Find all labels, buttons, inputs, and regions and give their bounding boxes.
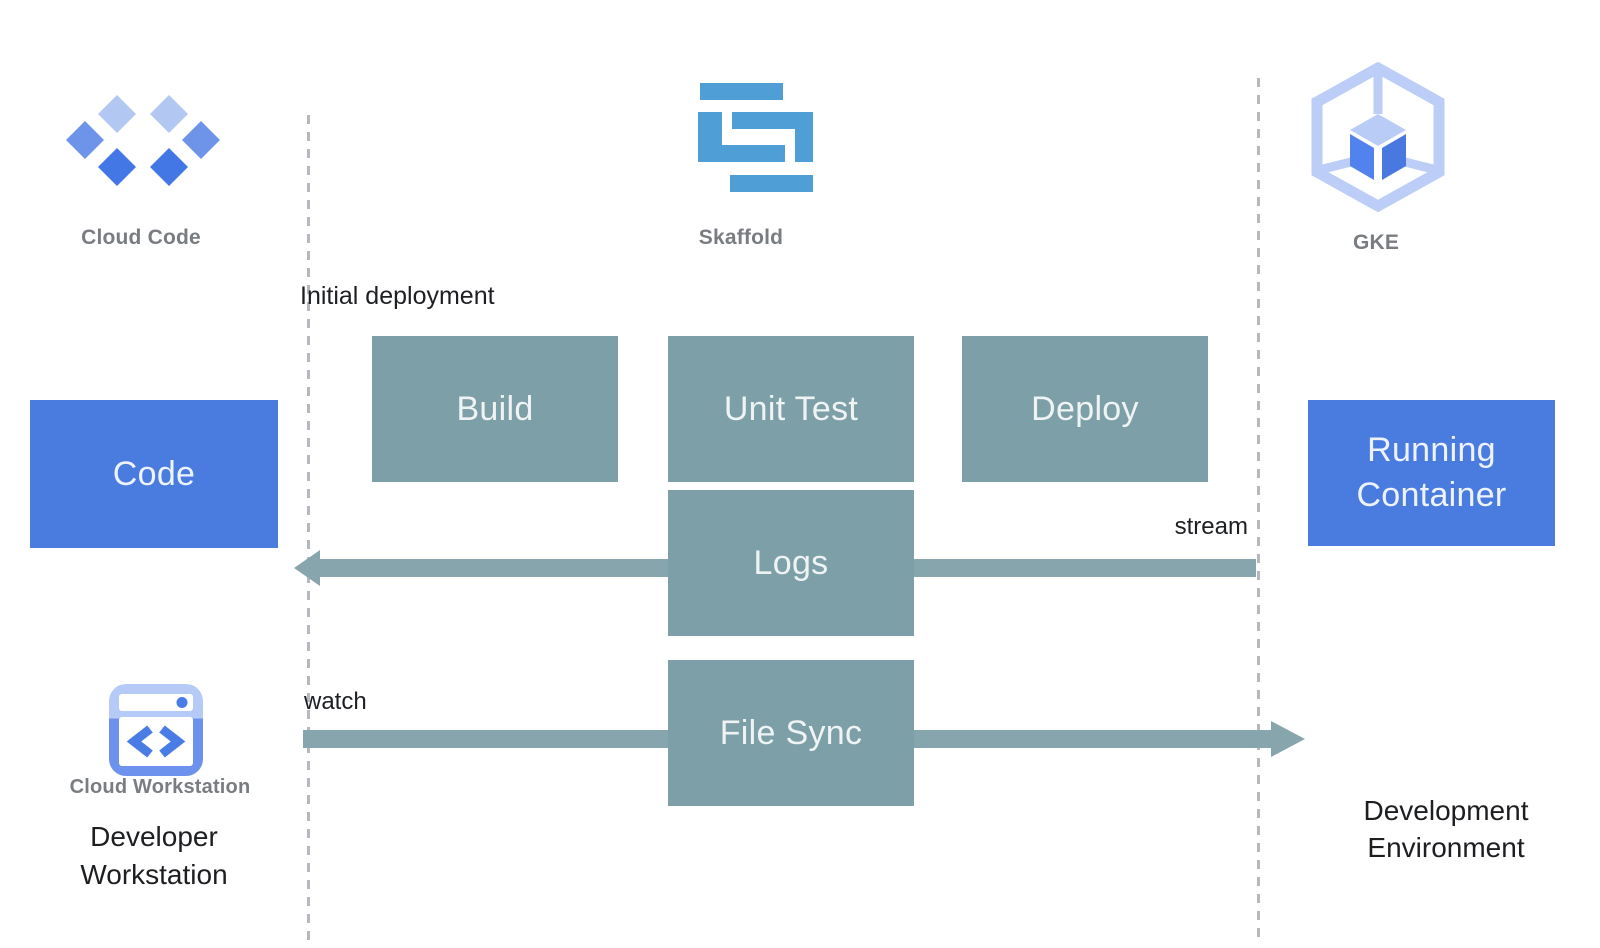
skaffold-icon — [698, 83, 813, 192]
development-environment-label: Development Environment — [1363, 795, 1529, 863]
code-box: Code — [30, 400, 278, 548]
running-container-box: Running Container — [1308, 400, 1555, 546]
watch-label: watch — [304, 688, 367, 715]
cloud-workstation-icon — [109, 684, 203, 776]
cloud-code-label: Cloud Code — [81, 226, 201, 249]
logs-box: Logs — [668, 490, 914, 636]
gke-icon — [1311, 62, 1445, 212]
initial-deployment-label: Initial deployment — [300, 282, 495, 310]
left-boundary-dashed-line — [307, 115, 310, 945]
right-boundary-dashed-line — [1257, 78, 1260, 945]
unit-test-step-box: Unit Test — [668, 336, 914, 482]
developer-workstation-label: Developer Workstation — [80, 821, 228, 890]
deploy-step-box: Deploy — [962, 336, 1208, 482]
cloud-workstation-label: Cloud Workstation — [69, 776, 251, 798]
file-sync-box: File Sync — [668, 660, 914, 806]
stream-label: stream — [1174, 513, 1248, 540]
cloud-code-icon — [66, 95, 220, 186]
skaffold-label: Skaffold — [698, 226, 784, 249]
gke-label: GKE — [1352, 231, 1400, 254]
build-step-box: Build — [372, 336, 618, 482]
